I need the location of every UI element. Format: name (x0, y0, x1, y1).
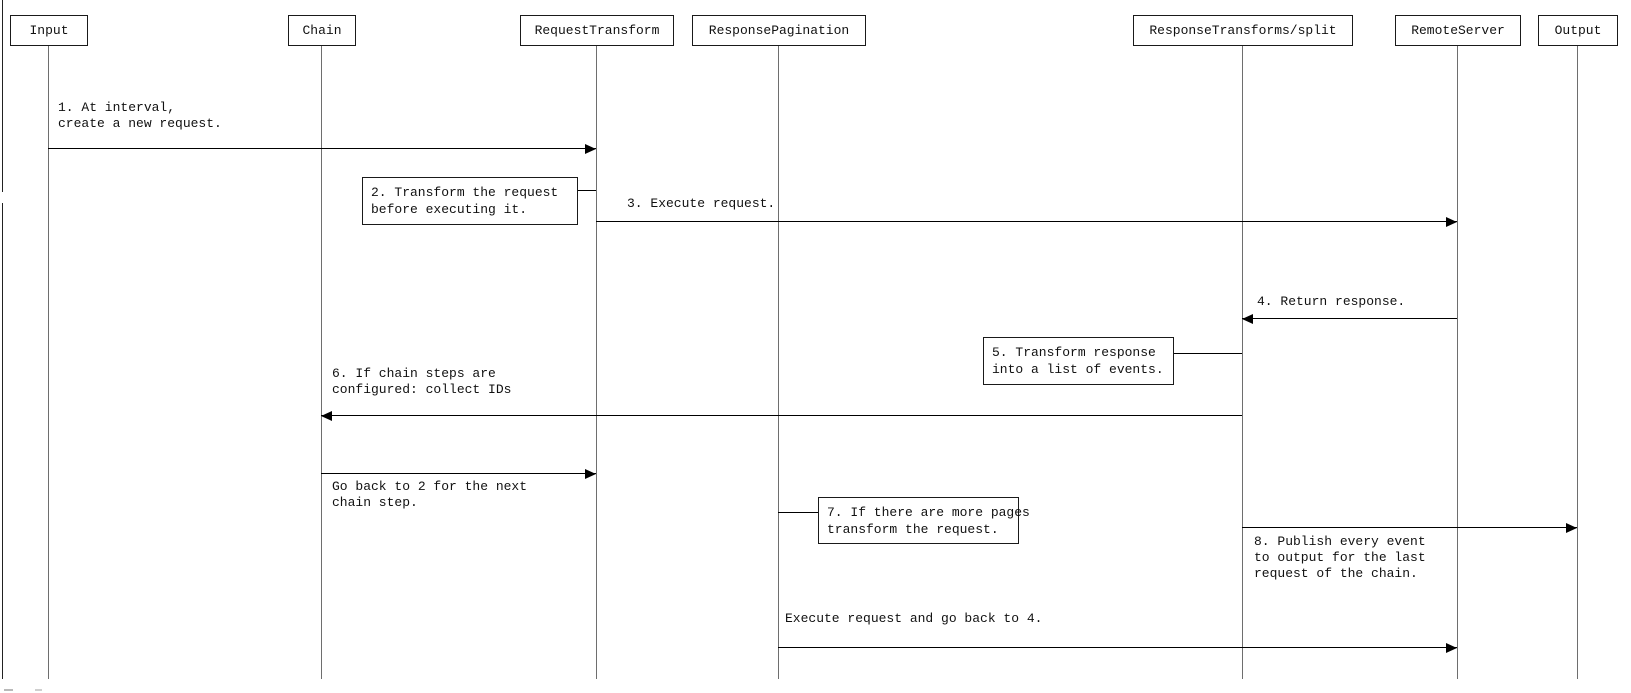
message-8-publish-events-label-line-2: to output for the last (1254, 550, 1426, 565)
lifeline-label-request-transform: RequestTransform (534, 23, 660, 38)
message-execute-go-back-4-label: Execute request and go back to 4. (785, 611, 1042, 627)
message-execute-go-back-4-line (778, 647, 1457, 648)
lifeline-line-response-transforms-split (1242, 46, 1243, 679)
lifeline-label-output: Output (1554, 23, 1602, 38)
message-go-back-to-2-line (321, 473, 596, 474)
cropped-content-artifact-1 (4, 689, 13, 691)
lifeline-line-input (48, 46, 49, 679)
message-1-create-request-line (48, 148, 596, 149)
message-6-collect-ids-line (321, 415, 1242, 416)
lifeline-label-remote-server: RemoteServer (1411, 23, 1505, 38)
viewport-left-edge-1 (2, 0, 3, 192)
lifeline-header-output: Output (1538, 15, 1618, 46)
viewport-left-edge-2 (2, 203, 3, 679)
message-3-execute-request-label: 3. Execute request. (627, 196, 775, 212)
lifeline-header-chain: Chain (288, 15, 356, 46)
message-1-create-request-label-line-1: 1. At interval, (58, 100, 176, 115)
message-8-publish-events-arrowhead-icon (1566, 523, 1577, 533)
message-go-back-to-2-label-line-1: Go back to 2 for the next (332, 479, 528, 494)
message-execute-go-back-4-label-line-1: Execute request and go back to 4. (785, 611, 1043, 626)
note-7-more-pages-line-2: transform the request. (827, 522, 999, 537)
note-7-more-pages-connector (778, 512, 818, 513)
message-1-create-request-arrowhead-icon (585, 144, 596, 154)
lifeline-line-remote-server (1457, 46, 1458, 679)
note-2-transform-request-connector (577, 190, 596, 191)
message-execute-go-back-4-arrowhead-icon (1446, 643, 1457, 653)
note-5-transform-response-connector (1173, 353, 1242, 354)
lifeline-header-remote-server: RemoteServer (1395, 15, 1521, 46)
note-7-more-pages: 7. If there are more pages transform the … (818, 497, 1030, 544)
message-3-execute-request-line (596, 221, 1457, 222)
note-2-transform-request-line-1: 2. Transform the request (371, 185, 559, 200)
note-5-transform-response-line-1: 5. Transform response (992, 345, 1156, 360)
lifeline-header-response-transforms-split: ResponseTransforms/split (1133, 15, 1353, 46)
message-1-create-request-label: 1. At interval,create a new request. (58, 100, 222, 132)
lifeline-header-input: Input (10, 15, 88, 46)
note-2-transform-request: 2. Transform the request before executing… (362, 177, 578, 225)
lifeline-label-response-pagination: ResponsePagination (708, 23, 850, 38)
lifeline-line-response-pagination (778, 46, 779, 679)
message-3-execute-request-arrowhead-icon (1446, 217, 1457, 227)
lifeline-line-output (1577, 46, 1578, 679)
message-3-execute-request-label-line-1: 3. Execute request. (627, 196, 776, 211)
note-5-transform-response: 5. Transform response into a list of even… (983, 337, 1174, 385)
message-4-return-response-arrowhead-icon (1242, 314, 1253, 324)
lifeline-header-request-transform: RequestTransform (520, 15, 674, 46)
message-6-collect-ids-label-line-2: configured: collect IDs (332, 382, 512, 397)
message-6-collect-ids-label-line-1: 6. If chain steps are (332, 366, 496, 381)
message-4-return-response-label: 4. Return response. (1257, 294, 1405, 310)
message-1-create-request-label-line-2: create a new request. (58, 116, 222, 131)
message-go-back-to-2-arrowhead-icon (585, 469, 596, 479)
note-2-transform-request-line-2: before executing it. (371, 202, 528, 217)
message-4-return-response-label-line-1: 4. Return response. (1257, 294, 1406, 309)
message-8-publish-events-label-line-3: request of the chain. (1254, 566, 1418, 581)
message-6-collect-ids-arrowhead-icon (321, 411, 332, 421)
lifeline-line-chain (321, 46, 322, 679)
message-go-back-to-2-label-line-2: chain step. (332, 495, 418, 510)
lifeline-line-request-transform (596, 46, 597, 679)
message-4-return-response-line (1242, 318, 1457, 319)
message-8-publish-events-label-line-1: 8. Publish every event (1254, 534, 1426, 549)
note-5-transform-response-line-2: into a list of events. (992, 362, 1164, 377)
lifeline-label-chain: Chain (302, 23, 342, 38)
note-7-more-pages-line-1: 7. If there are more pages (827, 505, 1030, 520)
cropped-content-artifact-2 (35, 689, 42, 691)
message-8-publish-events-line (1242, 527, 1577, 528)
lifeline-header-response-pagination: ResponsePagination (692, 15, 866, 46)
lifeline-label-response-transforms-split: ResponseTransforms/split (1149, 23, 1337, 38)
lifeline-label-input: Input (29, 23, 69, 38)
